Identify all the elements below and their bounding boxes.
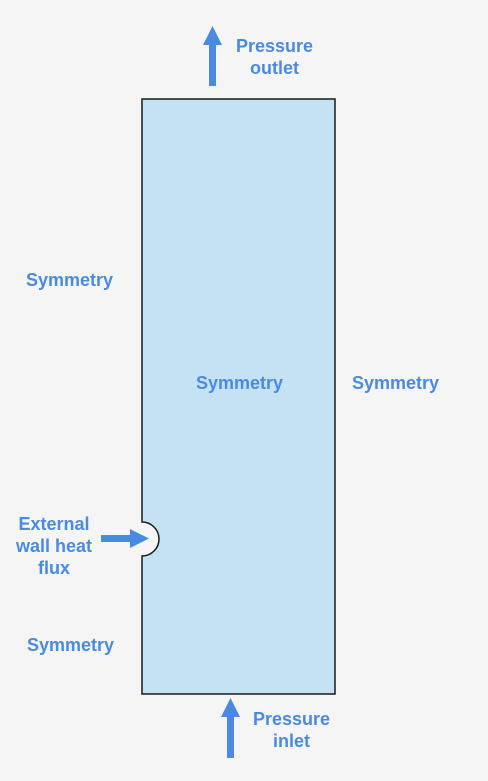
symmetry-left-upper-label: Symmetry [26,270,114,290]
outlet-label: Pressure outlet [236,36,314,78]
heat-flux-label: External wall heat flux [16,514,93,578]
symmetry-right-label: Symmetry [352,373,440,393]
symmetry-left-lower-label: Symmetry [27,635,115,655]
fluid-domain [141,98,336,695]
symmetry-center-label: Symmetry [196,373,284,393]
outlet-arrow-icon [203,26,222,86]
inlet-arrow-icon [221,698,240,758]
heat-flux-arrow-icon [101,529,149,548]
inlet-label: Pressure inlet [253,709,331,751]
